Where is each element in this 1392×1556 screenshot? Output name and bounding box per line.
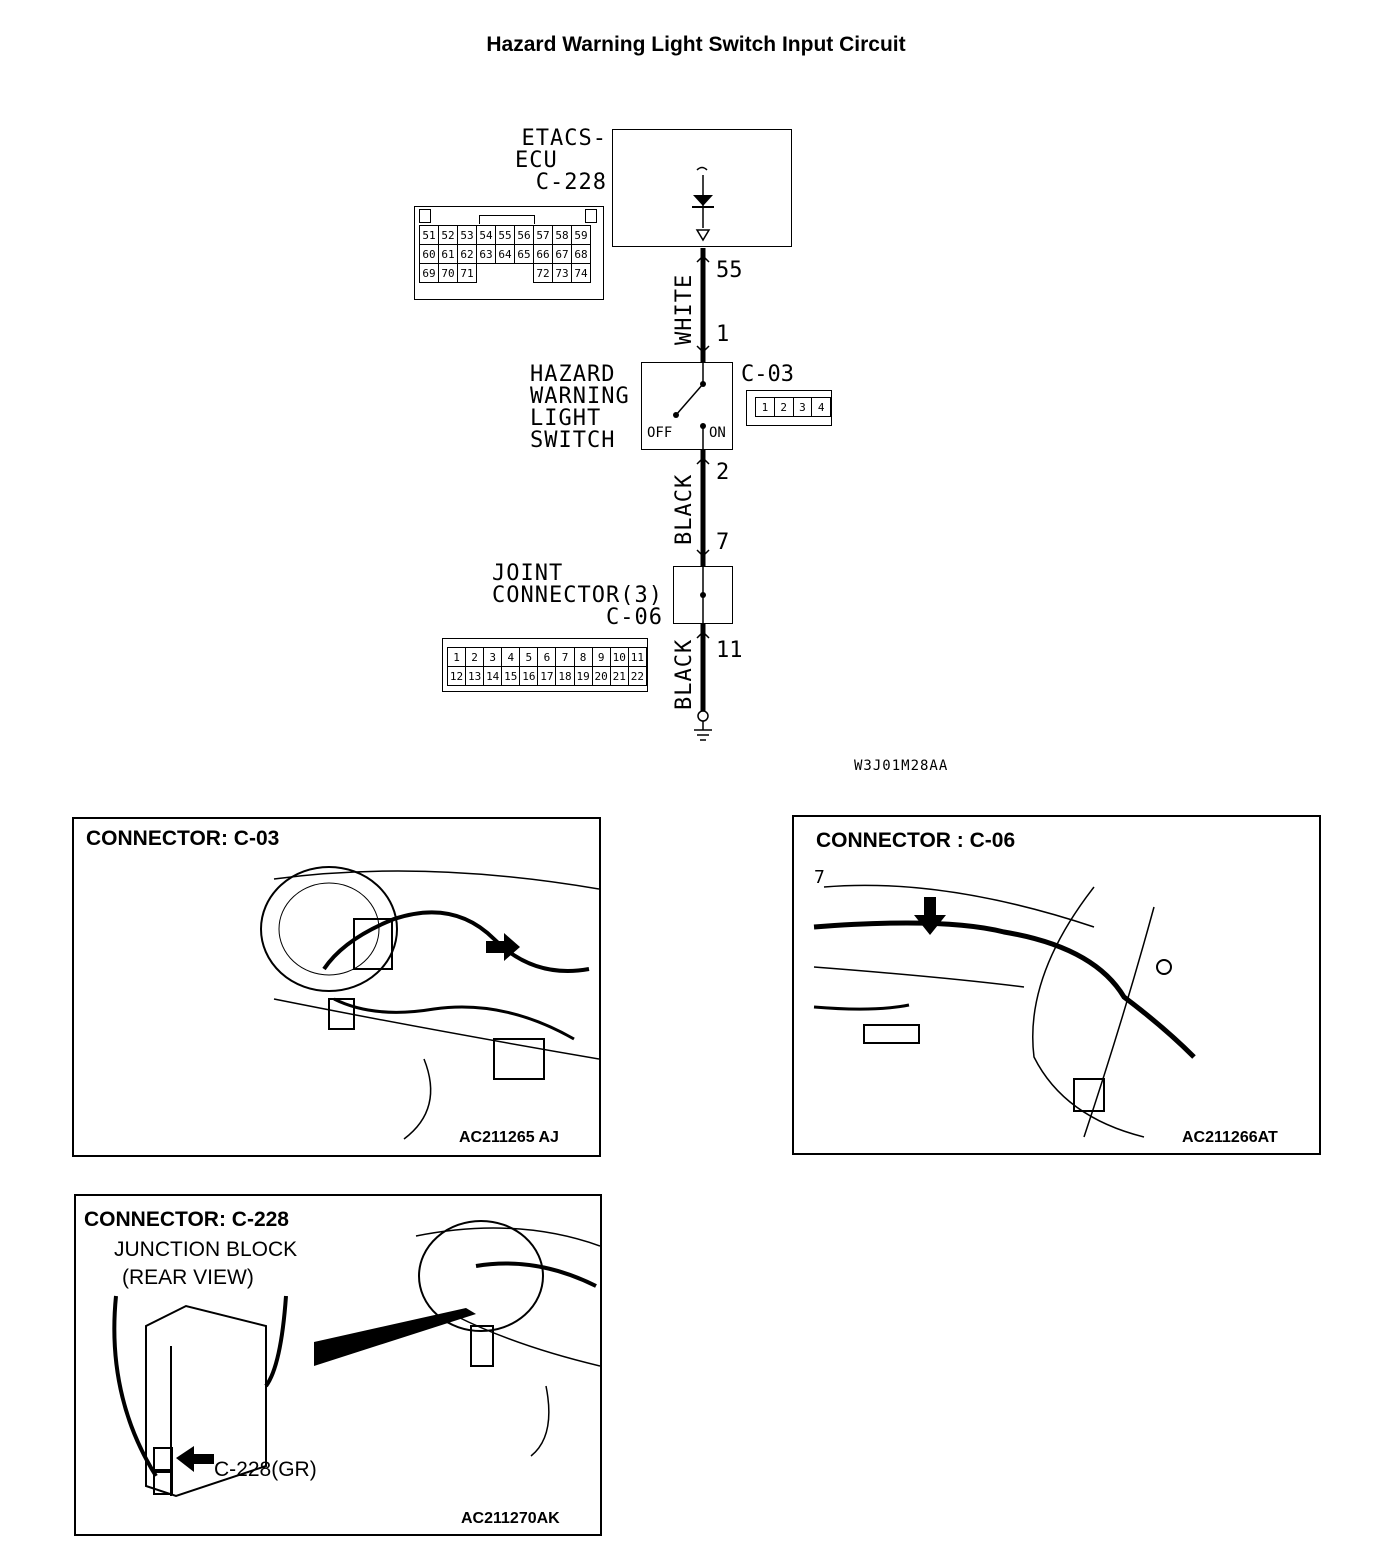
switch-on-label: ON bbox=[709, 425, 726, 441]
joint-pin-15: 15 bbox=[501, 666, 521, 686]
joint-pin-3: 3 bbox=[483, 647, 503, 667]
joint-pin-22: 22 bbox=[627, 666, 648, 686]
wire-color-black-2: BLACK bbox=[672, 638, 697, 710]
ecu-pin-74: 74 bbox=[571, 263, 591, 283]
ecu-pin-63: 63 bbox=[476, 244, 496, 264]
ecu-pin-65: 65 bbox=[514, 244, 534, 264]
joint-pin-5: 5 bbox=[519, 647, 539, 667]
switch-off-label: OFF bbox=[647, 425, 673, 441]
ecu-pin-55: 55 bbox=[495, 225, 515, 245]
junction-block-illustration bbox=[112, 1220, 600, 1498]
joint-pin-1: 1 bbox=[446, 647, 467, 667]
pin-2: 2 bbox=[716, 460, 730, 485]
pin-11: 11 bbox=[716, 638, 743, 663]
joint-pin-7: 7 bbox=[555, 647, 575, 667]
joint-pin-12: 12 bbox=[446, 666, 467, 686]
joint-pin-6: 6 bbox=[537, 647, 557, 667]
joint-pin-16: 16 bbox=[519, 666, 539, 686]
ecu-label: ETACS- ECU C-228 bbox=[515, 126, 607, 195]
ecu-empty-cell bbox=[515, 264, 534, 283]
joint-connector-box bbox=[673, 566, 733, 624]
wire-color-white: WHITE bbox=[672, 273, 697, 345]
joint-pin-20: 20 bbox=[591, 666, 611, 686]
connector-latch bbox=[479, 215, 535, 224]
joint-pin-13: 13 bbox=[465, 666, 485, 686]
panel-c228-sub2: (REAR VIEW) bbox=[122, 1266, 254, 1289]
ecu-pin-59: 59 bbox=[571, 225, 591, 245]
ecu-pin-51: 51 bbox=[419, 225, 439, 245]
ecu-pin-70: 70 bbox=[438, 263, 458, 283]
ecu-pin-57: 57 bbox=[533, 225, 553, 245]
panel-c228: CONNECTOR: C-228 JUNCTION BLOCK (REAR VI… bbox=[74, 1194, 602, 1536]
joint-pin-4: 4 bbox=[501, 647, 521, 667]
joint-pin-9: 9 bbox=[591, 647, 611, 667]
diagram-code: W3J01M28AA bbox=[854, 758, 949, 774]
ecu-pin-61: 61 bbox=[438, 244, 458, 264]
joint-pin-19: 19 bbox=[573, 666, 593, 686]
panel-c228-title: CONNECTOR: C-228 bbox=[84, 1208, 289, 1231]
switch-label: HAZARD WARNING LIGHT SWITCH bbox=[530, 362, 630, 453]
hazard-switch-box bbox=[641, 362, 733, 450]
ecu-pin-54: 54 bbox=[476, 225, 496, 245]
pin-55: 55 bbox=[716, 258, 743, 283]
ecu-pin-68: 68 bbox=[571, 244, 591, 264]
joint-pin-14: 14 bbox=[483, 666, 503, 686]
ecu-empty-cell bbox=[496, 264, 515, 283]
switch-pin-1: 1 bbox=[755, 397, 775, 417]
panel-c03-title: CONNECTOR: C-03 bbox=[86, 827, 280, 850]
panel-c06-code: AC211266AT bbox=[1182, 1129, 1278, 1146]
ecu-pin-52: 52 bbox=[438, 225, 458, 245]
pin-1: 1 bbox=[716, 322, 730, 347]
ecu-pin-53: 53 bbox=[457, 225, 477, 245]
joint-pin-11: 11 bbox=[627, 647, 648, 667]
ecu-empty-cell bbox=[477, 264, 496, 283]
ecu-pin-69: 69 bbox=[419, 263, 439, 283]
joint-pin-2: 2 bbox=[465, 647, 485, 667]
dashboard-illustration-c03 bbox=[260, 866, 599, 1140]
ecu-pin-71: 71 bbox=[457, 263, 477, 283]
diagram-title: Hazard Warning Light Switch Input Circui… bbox=[486, 33, 906, 56]
ecu-pin-67: 67 bbox=[552, 244, 572, 264]
panel-c228-code: AC211270AK bbox=[461, 1510, 560, 1527]
joint-pin-10: 10 bbox=[609, 647, 629, 667]
c228-callout: C-228(GR) bbox=[214, 1458, 317, 1481]
ecu-pin-66: 66 bbox=[533, 244, 553, 264]
switch-pin-2: 2 bbox=[773, 397, 794, 417]
pin-7: 7 bbox=[716, 530, 730, 555]
etacs-ecu-box bbox=[612, 129, 792, 247]
ecu-pin-72: 72 bbox=[533, 263, 553, 283]
panel-c03-code: AC211265 AJ bbox=[459, 1129, 559, 1146]
ecu-pin-58: 58 bbox=[552, 225, 572, 245]
joint-pin-18: 18 bbox=[555, 666, 575, 686]
ecu-pin-56: 56 bbox=[514, 225, 534, 245]
switch-connector-id: C-03 bbox=[741, 362, 794, 387]
wire-color-black-1: BLACK bbox=[672, 473, 697, 545]
panel-c06-note: 7 bbox=[814, 867, 825, 888]
ecu-pin-60: 60 bbox=[419, 244, 439, 264]
panel-c06-title: CONNECTOR : C-06 bbox=[816, 829, 1016, 852]
panel-c03: CONNECTOR: C-03 AC211265 AJ bbox=[72, 817, 601, 1157]
dashboard-illustration-c06 bbox=[813, 884, 1196, 1138]
joint-pin-8: 8 bbox=[573, 647, 593, 667]
ecu-pin-62: 62 bbox=[457, 244, 477, 264]
switch-pin-3: 3 bbox=[792, 397, 813, 417]
joint-label: JOINT CONNECTOR(3) C-06 bbox=[492, 561, 663, 630]
panel-c06: CONNECTOR : C-06 7 AC211266AT bbox=[792, 815, 1321, 1155]
joint-pin-17: 17 bbox=[537, 666, 557, 686]
ecu-pin-73: 73 bbox=[552, 263, 572, 283]
panel-c228-sub1: JUNCTION BLOCK bbox=[114, 1238, 298, 1261]
switch-pin-4: 4 bbox=[811, 397, 831, 417]
joint-pin-21: 21 bbox=[609, 666, 629, 686]
ecu-pin-64: 64 bbox=[495, 244, 515, 264]
